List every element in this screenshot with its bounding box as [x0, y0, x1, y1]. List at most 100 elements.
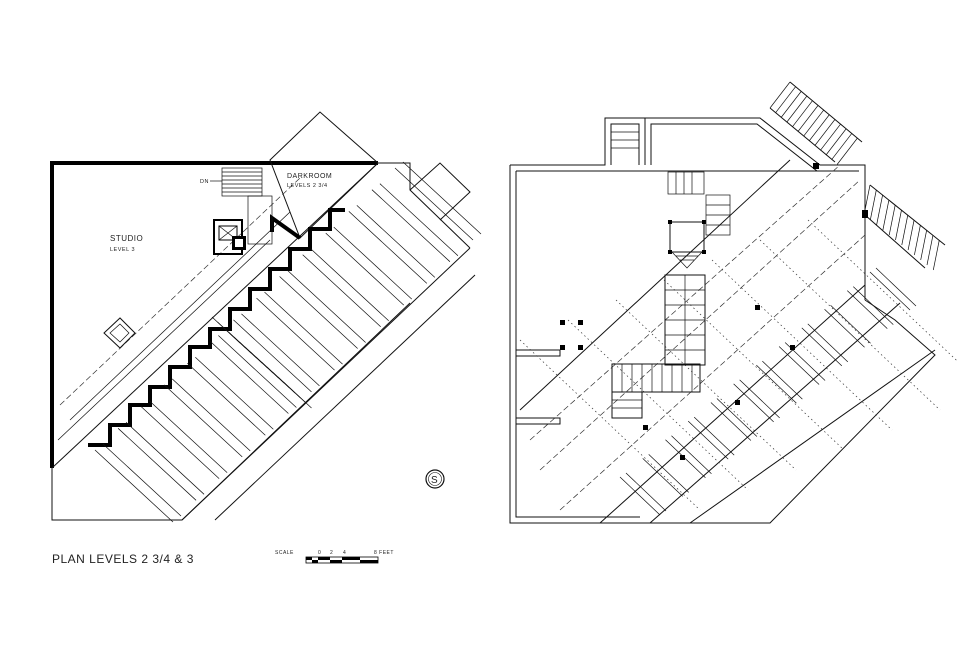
upper-inner-wall [650, 123, 859, 172]
wing-beam [210, 341, 289, 414]
dotted-gridline [519, 339, 701, 511]
wing-beam [279, 276, 358, 349]
structural-columns [560, 163, 868, 460]
scale-tick-8: 8 FEET [374, 550, 394, 556]
central-stair [611, 171, 731, 419]
studio-outer-wall [50, 161, 378, 468]
ne-stair-edge [769, 107, 836, 163]
wing-beam [302, 254, 381, 328]
svg-text:S: S [431, 475, 438, 486]
wing-beam [187, 362, 266, 436]
east-stair-tread [932, 239, 940, 271]
wing-beams [94, 161, 482, 523]
wing-beam-edge [102, 443, 182, 517]
studio-label: STUDIO [110, 234, 143, 243]
lower-wing-beam-edge [716, 398, 758, 437]
ne-stair-tread [808, 114, 830, 142]
wing-beam-edge [195, 356, 274, 430]
wing-beam [140, 406, 220, 479]
diag-wall-1 [519, 159, 791, 411]
dotted-gridline [711, 259, 893, 431]
east-stair-tread [914, 224, 921, 256]
lower-wing-beam [665, 439, 706, 478]
east-stair-tread [869, 189, 877, 221]
east-stair-edge [864, 214, 926, 269]
lower-wing-beam [778, 346, 820, 385]
upper-right-box [409, 162, 471, 221]
dotted-gridline [807, 219, 957, 362]
lower-wing-beam [733, 383, 774, 423]
east-stair-tread [888, 204, 896, 236]
lower-wing-beam [801, 327, 843, 367]
wing-beam [163, 384, 243, 458]
ne-stair-tread [803, 109, 824, 137]
north-entry-inner [610, 123, 640, 165]
east-stair-tread [926, 234, 934, 266]
right-plan [509, 81, 957, 524]
wing-upper-edge [378, 162, 471, 249]
skylight [103, 317, 136, 349]
wing-beam [94, 449, 174, 523]
east-stair [863, 184, 946, 271]
dotted-gridline [615, 299, 797, 471]
ne-stair-tread [780, 91, 802, 118]
wing-beam-edge [218, 335, 297, 408]
wing-beam [394, 167, 474, 241]
wing-beam [348, 211, 428, 284]
darkroom-label: DARKROOM [287, 173, 332, 180]
core-box [213, 219, 246, 255]
wing-beam-edge [333, 226, 413, 300]
wing-parallel-2 [214, 274, 476, 521]
lower-wing-beam [687, 420, 729, 460]
diag-dash-3 [559, 234, 866, 511]
wing-beam [371, 189, 451, 262]
lower-wing-beam [824, 309, 865, 348]
lower-wing-outline [650, 299, 936, 524]
ne-stair-edge [789, 81, 863, 143]
ne-stair-tread [792, 100, 813, 128]
dotted-gridline [567, 319, 749, 491]
partition-west [516, 349, 561, 357]
studio-diagonal-edge [51, 162, 379, 469]
lower-wing-beam [619, 476, 661, 516]
scale-bar: SCALE 0 2 4 8 FEET [275, 550, 394, 564]
drawing-title: PLAN LEVELS 2 3/4 & 3 [52, 552, 194, 566]
wing-beam [256, 297, 335, 371]
ne-stair-tread [775, 86, 796, 113]
darkroom-level-label: LEVELS 2 3/4 [287, 183, 328, 189]
north-symbol: S [425, 469, 445, 489]
wing-beam-edge [171, 378, 251, 452]
stair-down-label: DN [200, 179, 209, 185]
darkroom-stair [210, 167, 273, 245]
ne-stair-tread [769, 81, 791, 109]
wing-beam [233, 319, 312, 393]
dotted-grid [519, 219, 957, 511]
north-entry-wall [510, 117, 646, 166]
lower-wing-beam [710, 402, 752, 441]
inner-line-2 [57, 239, 271, 441]
inner-line-1 [69, 211, 291, 421]
ne-stair-tread [825, 128, 847, 156]
wing-beam-edge [356, 205, 436, 278]
ne-stair-tread [820, 124, 841, 151]
left-plan: STUDIO LEVEL 3 DARKROOM LEVELS 2 3/4 DN [50, 111, 482, 523]
scale-tick-0: 0 [318, 550, 321, 556]
east-stair-tread [907, 219, 915, 251]
partition-southwest [516, 417, 561, 425]
lower-wing-beam-edge [875, 267, 917, 307]
lower-wing-beam [642, 458, 683, 497]
lower-wing-beam [756, 364, 797, 404]
dashed-line-1 [59, 177, 301, 406]
lower-wing-beam [869, 271, 911, 311]
outer-wall-left [509, 165, 650, 524]
studio-level-label: LEVEL 3 [110, 247, 135, 253]
scale-tick-2: 2 [330, 550, 333, 556]
diag-wall-4 [689, 349, 936, 524]
lower-wing-beam-edge [807, 323, 849, 363]
wing-stair [211, 316, 312, 409]
lower-wing-beam [847, 290, 888, 329]
lower-wing-beam-edge [830, 305, 871, 344]
wing-beam-edge [264, 291, 343, 365]
